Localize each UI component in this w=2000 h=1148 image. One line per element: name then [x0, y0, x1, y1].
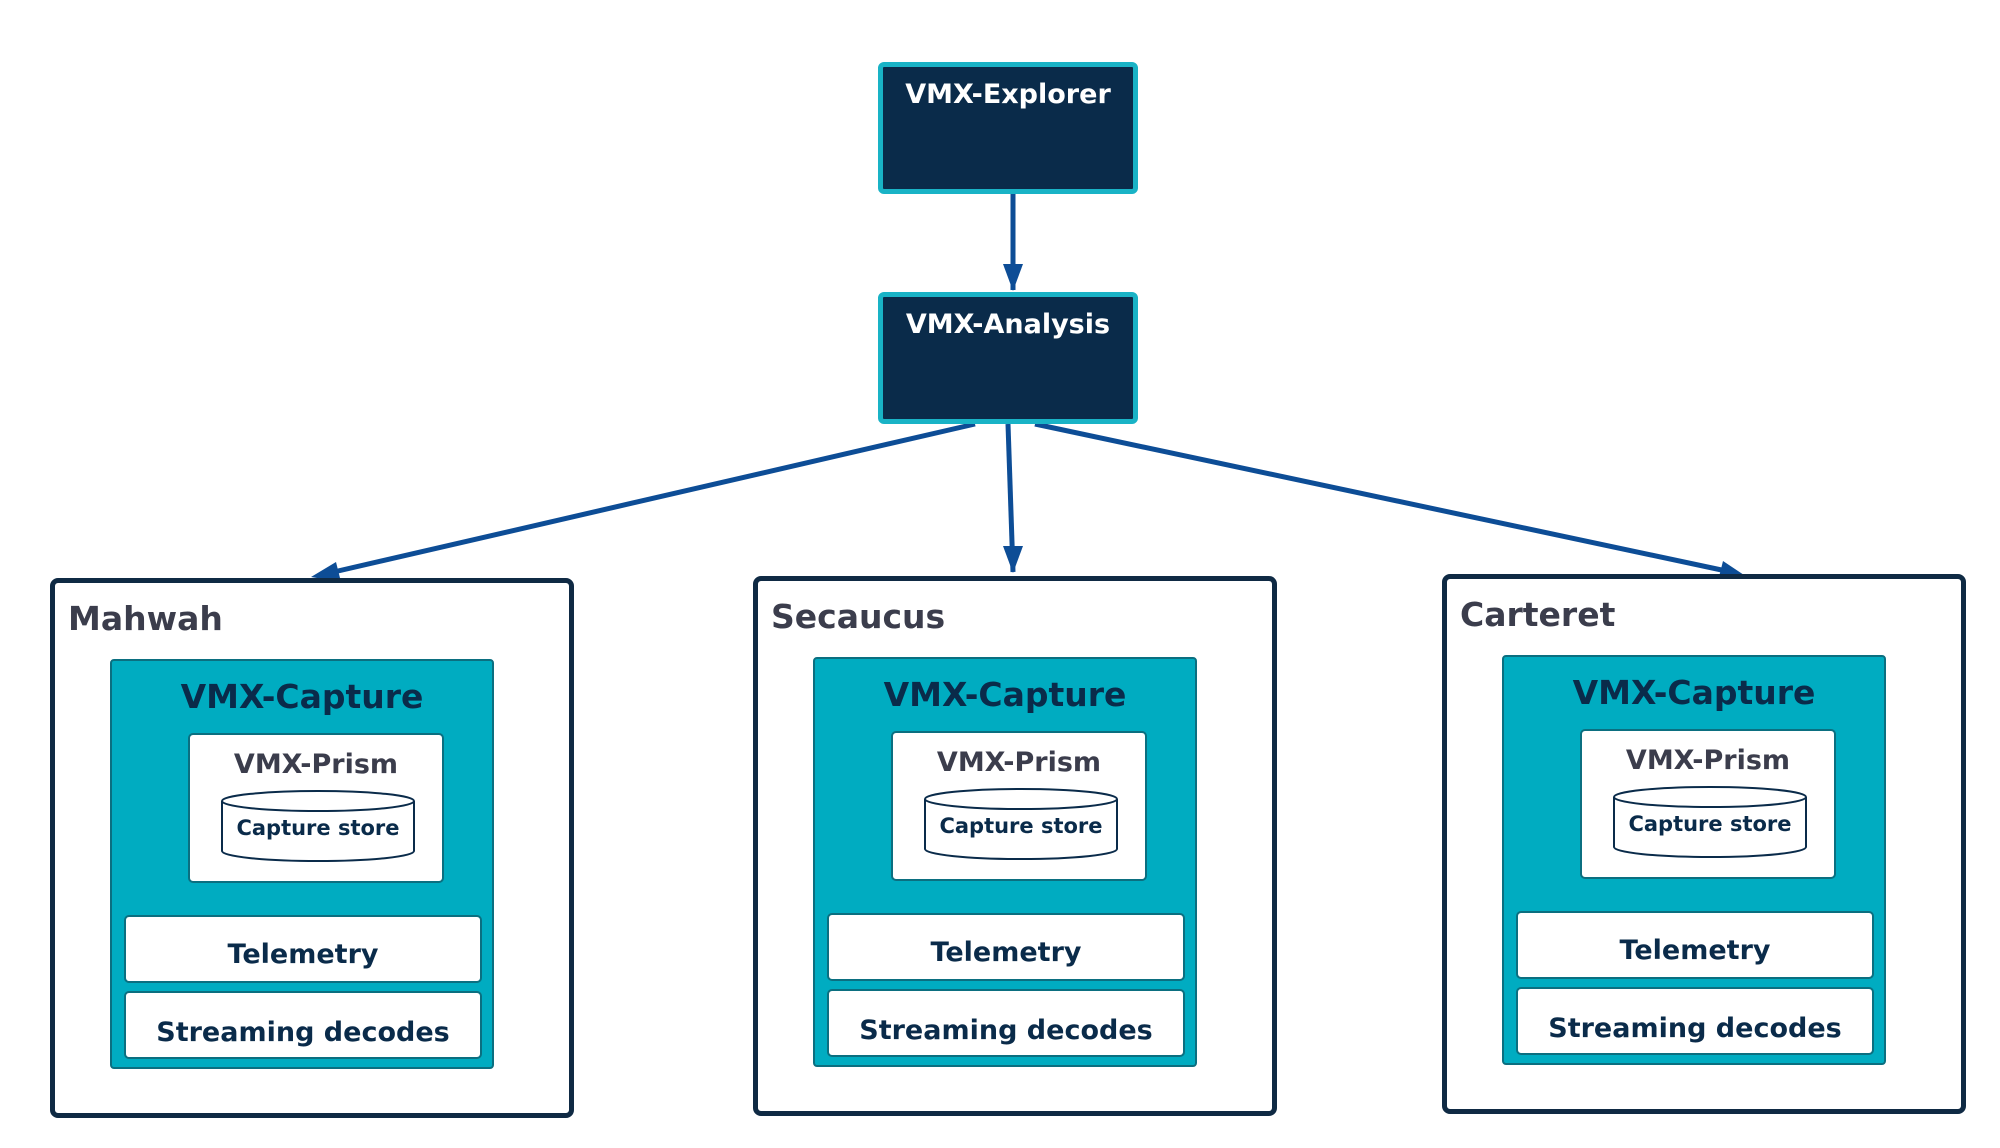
vmx-capture-title: VMX-Capture: [180, 677, 424, 716]
capture-store-label: Capture store: [236, 816, 400, 840]
streaming-decodes-module: Streaming decodes: [1516, 987, 1874, 1055]
vmx-capture-title: VMX-Capture: [1572, 673, 1816, 712]
vmx-explorer-label: VMX-Explorer: [905, 79, 1111, 110]
streaming-decodes-module: Streaming decodes: [827, 989, 1185, 1057]
site-mahwah: Mahwah VMX-Capture VMX-Prism Capture sto…: [50, 578, 574, 1118]
arrowhead-analysis-to-secaucus: [1003, 546, 1023, 573]
database-cylinder-icon: [221, 790, 415, 862]
vmx-prism-title: VMX-Prism: [936, 747, 1102, 778]
arrowhead-explorer-to-analysis: [1003, 264, 1023, 291]
database-cylinder-icon: [924, 788, 1118, 860]
capture-store: Capture store: [1612, 785, 1808, 859]
site-secaucus: Secaucus VMX-Capture VMX-Prism Capture s…: [753, 576, 1277, 1116]
site-label: Carteret: [1460, 595, 1616, 634]
capture-store: Capture store: [923, 787, 1119, 861]
site-label: Secaucus: [771, 597, 946, 636]
vmx-prism-title: VMX-Prism: [1625, 745, 1791, 776]
arrow-analysis-to-carteret: [1034, 421, 1732, 575]
vmx-analysis-node: VMX-Analysis: [878, 292, 1138, 424]
arrow-analysis-to-mahwah: [324, 421, 976, 577]
vmx-prism-title: VMX-Prism: [233, 749, 399, 780]
capture-store: Capture store: [220, 789, 416, 863]
telemetry-module: Telemetry: [1516, 911, 1874, 979]
vmx-analysis-label: VMX-Analysis: [905, 309, 1111, 340]
vmx-capture-container: VMX-Capture VMX-Prism Capture store Tele…: [1502, 655, 1886, 1065]
vmx-prism-box: VMX-Prism Capture store: [1580, 729, 1836, 879]
arrowhead-analysis-to-mahwah: [311, 562, 341, 582]
site-carteret: Carteret VMX-Capture VMX-Prism Capture s…: [1442, 574, 1966, 1114]
site-label: Mahwah: [68, 599, 223, 638]
capture-store-label: Capture store: [939, 814, 1103, 838]
vmx-capture-container: VMX-Capture VMX-Prism Capture store Tele…: [813, 657, 1197, 1067]
vmx-explorer-node: VMX-Explorer: [878, 62, 1138, 194]
streaming-decodes-module: Streaming decodes: [124, 991, 482, 1059]
vmx-capture-title: VMX-Capture: [883, 675, 1127, 714]
telemetry-module: Telemetry: [827, 913, 1185, 981]
capture-store-label: Capture store: [1628, 812, 1792, 836]
vmx-prism-box: VMX-Prism Capture store: [891, 731, 1147, 881]
database-cylinder-icon: [1613, 786, 1807, 858]
vmx-capture-container: VMX-Capture VMX-Prism Capture store Tele…: [110, 659, 494, 1069]
telemetry-module: Telemetry: [124, 915, 482, 983]
vmx-prism-box: VMX-Prism Capture store: [188, 733, 444, 883]
